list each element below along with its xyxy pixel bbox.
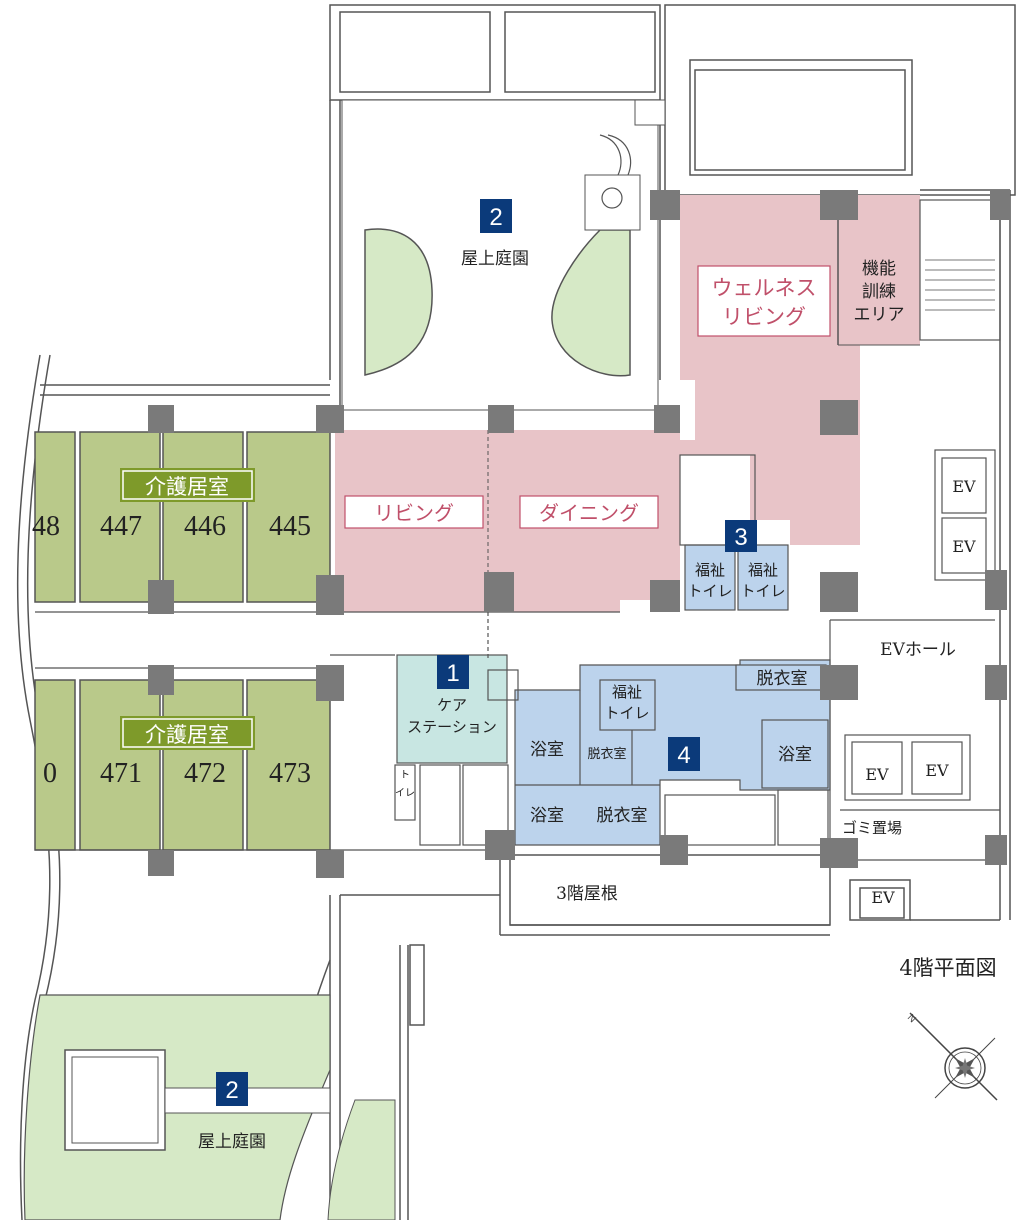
bath-a-label: 浴室 (530, 740, 564, 760)
training-area-label-3: エリア (854, 305, 905, 325)
rooftop-garden-top-label: 屋上庭園 (461, 249, 529, 269)
care-rooms-bottom (34, 679, 331, 851)
small-toilet-label-2: イレ (395, 788, 415, 799)
dining-label: ダイニング (539, 501, 639, 525)
room-number: 471 (100, 758, 142, 789)
marker-4: 4 (677, 742, 690, 769)
compass-rose-icon: N (905, 1012, 998, 1101)
marker-2-bottom-badge (216, 1072, 248, 1106)
dressing-c-label: 脱衣室 (757, 669, 808, 689)
marker-2-top: 2 (489, 204, 502, 231)
room-numbers: 48 447 446 445 0 471 472 473 (32, 511, 311, 789)
rooftop-garden-bottom (23, 994, 396, 1220)
room-number: 473 (269, 758, 311, 789)
welfare-toilet-c-label-2: トイレ (604, 704, 649, 722)
marker-1: 1 (446, 660, 459, 687)
garbage-label: ゴミ置場 (842, 819, 902, 837)
welfare-toilet-c-label-1: 福祉 (612, 683, 642, 701)
living-label: リビング (374, 501, 454, 525)
training-area-label-1: 機能 (862, 259, 896, 279)
welfare-toilet-a-label-2: トイレ (687, 582, 732, 600)
ev-1-label: EV (952, 477, 976, 496)
marker-1-badge (437, 655, 469, 689)
care-rooms-top (34, 431, 331, 603)
welfare-toilet-b-label-2: トイレ (740, 582, 785, 600)
welfare-toilet-b-label-1: 福祉 (748, 561, 778, 579)
marker-badges (216, 199, 757, 1106)
room-number: 447 (100, 511, 142, 542)
bath-c-label: 浴室 (778, 745, 812, 765)
ev-hall-label: EVホール (880, 640, 956, 660)
training-area-label-2: 訓練 (862, 282, 896, 302)
bath-b-label: 浴室 (530, 806, 564, 826)
roof-3f-label: 3階屋根 (556, 884, 618, 904)
care-room-bottom-label: 介護居室 (145, 723, 229, 747)
label-plates (120, 265, 831, 750)
welfare-toilet-a-label-1: 福祉 (695, 561, 725, 579)
marker-3: 3 (734, 524, 747, 551)
room-number: 48 (32, 511, 60, 542)
structural-columns (148, 190, 1010, 878)
ev-3-label: EV (865, 765, 889, 784)
marker-2-bottom: 2 (225, 1077, 238, 1104)
wellness-living-label-1: ウェルネス (712, 276, 817, 300)
wellness-living-label-2: リビング (722, 305, 806, 329)
marker-3-badge (725, 520, 757, 552)
room-number: 445 (269, 511, 311, 542)
plan-title: 4階平面図 (899, 956, 996, 980)
care-station-label-2: ステーション (407, 718, 497, 736)
dressing-b-label: 脱衣室 (597, 806, 648, 826)
ev-5-label: EV (871, 888, 895, 907)
room-number: 472 (184, 758, 226, 789)
svg-text:N: N (905, 1012, 918, 1025)
marker-4-badge (668, 737, 700, 771)
room-number: 0 (43, 758, 57, 789)
marker-2-top-badge (480, 199, 512, 233)
room-labels: 屋上庭園 屋上庭園 ウェルネス リビング 機能 訓練 エリア リビング ダイニン… (145, 249, 976, 1152)
ev-4-label: EV (925, 761, 949, 780)
interior-walls (35, 199, 1001, 861)
care-station-label-1: ケア (437, 696, 467, 714)
rooftop-garden-bottom-label: 屋上庭園 (198, 1132, 266, 1152)
care-room-top-label: 介護居室 (145, 475, 229, 499)
room-number: 446 (184, 511, 226, 542)
rooftop-garden-top (341, 99, 666, 411)
small-toilet-label-1: ト (400, 770, 410, 781)
marker-numbers: 1 2 2 3 4 (225, 204, 747, 1104)
ev-2-label: EV (952, 537, 976, 556)
dressing-a-label: 脱衣室 (587, 746, 626, 762)
